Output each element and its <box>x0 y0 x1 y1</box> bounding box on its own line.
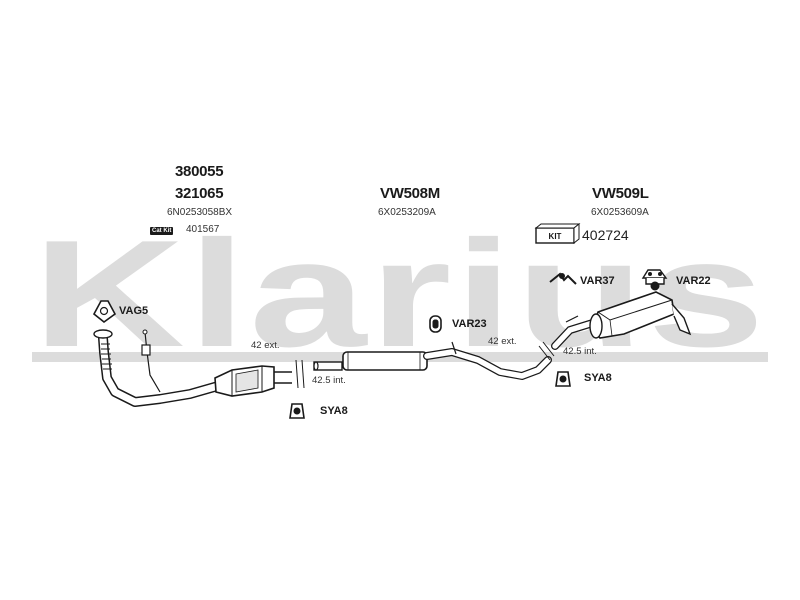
kit-box-icon: KIT <box>534 222 581 245</box>
cat-kit-number: 401567 <box>186 224 220 235</box>
rear-int-dimension: 42.5 int. <box>563 346 597 357</box>
rear-oe-number: 6X0253609A <box>591 207 649 218</box>
var37-bracket-icon <box>549 272 577 285</box>
sya8-front-mount-icon <box>289 403 305 419</box>
front-part-number-2: 321065 <box>175 185 224 202</box>
front-int-dimension: 42.5 int. <box>312 375 346 386</box>
sya8-front-label: SYA8 <box>320 405 348 417</box>
rear-silencer <box>551 291 692 350</box>
front-oe-number: 6N0253058BX <box>167 207 233 218</box>
sya8-rear-label: SYA8 <box>584 372 612 384</box>
front-downpipe <box>93 329 223 407</box>
var37-label: VAR37 <box>580 275 615 287</box>
catalytic-converter <box>214 365 292 397</box>
front-joint-marks <box>295 359 305 389</box>
front-ext-dimension: 42 ext. <box>251 340 280 351</box>
var22-label: VAR22 <box>676 275 711 287</box>
cat-kit-badge: Cat Kit <box>150 227 174 235</box>
middle-silencer-section <box>313 341 552 380</box>
watermark-text: Klarius <box>33 209 768 379</box>
rear-ext-dimension: 42 ext. <box>488 336 517 347</box>
vag5-label: VAG5 <box>119 305 149 317</box>
rear-joint-marks <box>538 341 555 361</box>
middle-part-number: VW508M <box>380 185 440 202</box>
kit-number: 402724 <box>582 227 629 243</box>
sya8-rear-mount-icon <box>555 371 571 387</box>
rear-part-number: VW509L <box>592 185 649 202</box>
var23-hanger-icon <box>429 315 442 333</box>
front-part-number-1: 380055 <box>175 163 224 180</box>
var23-label: VAR23 <box>452 318 487 330</box>
var22-mount-icon <box>641 269 668 291</box>
middle-oe-number: 6X0253209A <box>378 207 436 218</box>
vag5-gasket-icon <box>92 300 117 324</box>
kit-label: KIT <box>549 232 562 241</box>
